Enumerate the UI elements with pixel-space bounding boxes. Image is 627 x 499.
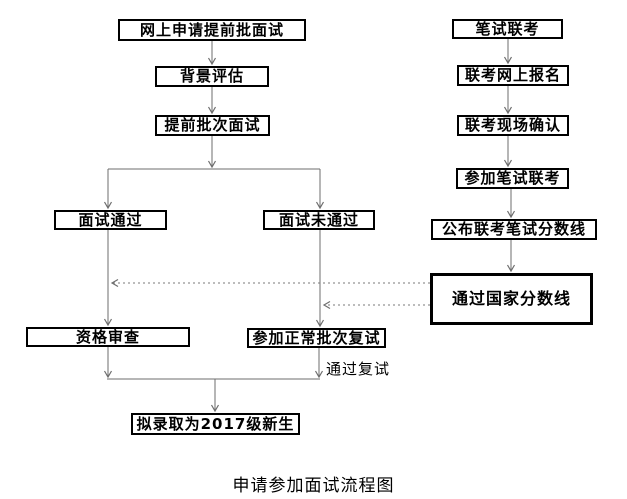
node-interview-pass: 面试通过 [54,210,167,230]
node-admission-2017: 拟录取为2017级新生 [131,413,300,435]
diagram-caption: 申请参加面试流程图 [232,476,395,496]
node-online-apply: 网上申请提前批面试 [118,19,306,41]
node-written-exam: 笔试联考 [452,19,563,39]
node-qualification-review: 资格审查 [26,327,190,347]
right-flow-arrows [503,39,516,273]
node-background-eval: 背景评估 [155,66,269,87]
node-interview-fail: 面试未通过 [263,210,375,230]
node-exam-onsite-confirm: 联考现场确认 [457,115,569,136]
left-flow-arrows [103,41,325,413]
node-exam-online-register: 联考网上报名 [457,65,569,86]
dashed-feedback-arrows [110,278,430,310]
edge-label-pass-retest: 通过复试 [326,360,391,378]
node-take-written-exam: 参加笔试联考 [456,168,569,189]
node-normal-retest: 参加正常批次复试 [247,328,386,348]
node-pass-national-line: 通过国家分数线 [430,273,593,325]
node-early-interview: 提前批次面试 [155,115,270,136]
node-publish-score-line: 公布联考笔试分数线 [431,219,597,240]
